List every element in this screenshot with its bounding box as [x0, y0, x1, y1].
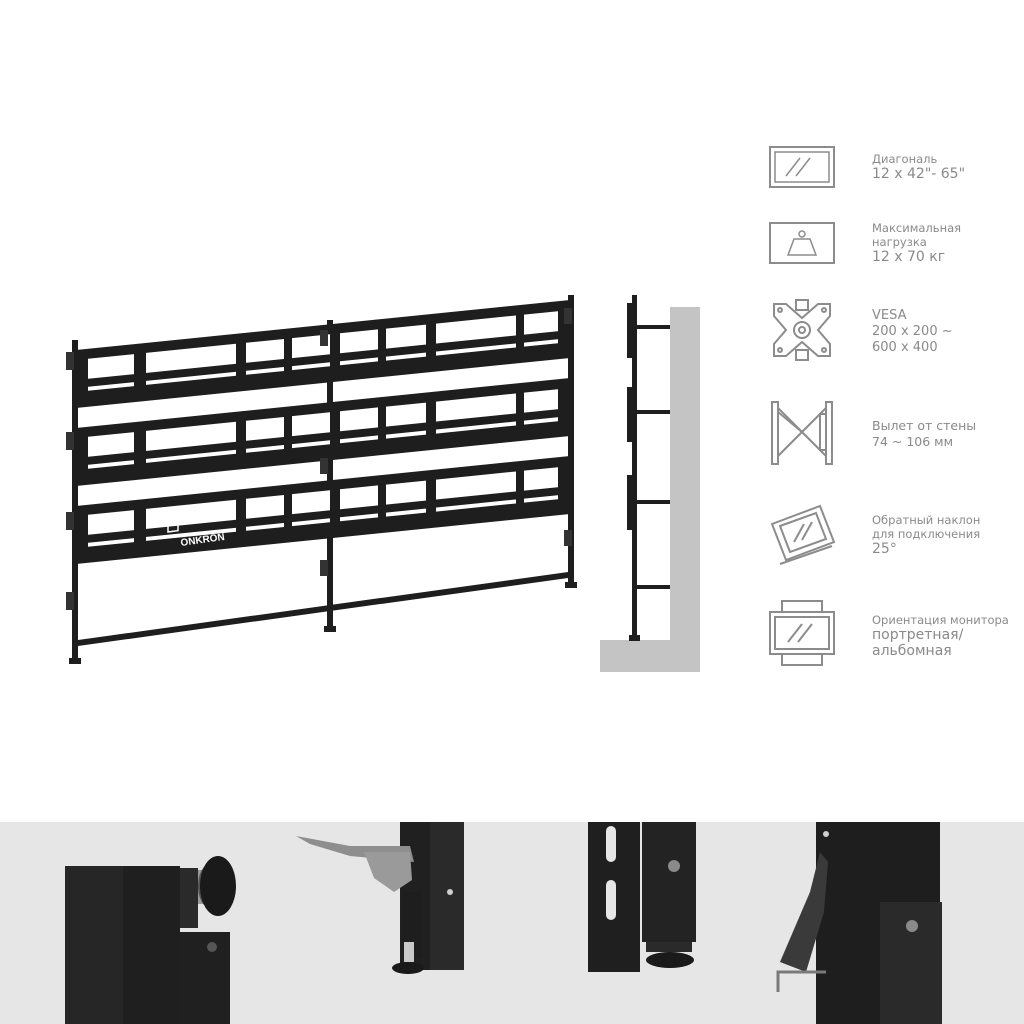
spec-orientation: Ориентация монитора портретная/ альбомна…: [872, 613, 1009, 659]
spec-diagonal: Диагональ 12 x 42"- 65": [872, 152, 965, 182]
spec-max-load: Максимальная нагрузка 12 x 70 кг: [872, 221, 961, 265]
tilt-icon: [770, 504, 836, 565]
orientation-icon: [769, 600, 835, 666]
spec-tilt: Обратный наклон для подключения 25°: [872, 513, 980, 557]
detail-slots-photo: [588, 822, 696, 972]
spec-label: Ориентация монитора: [872, 613, 1009, 627]
spec-value: 12 x 42"- 65": [872, 166, 966, 182]
detail-knob-photo: [65, 856, 236, 1024]
spec-label: Максимальная нагрузка: [872, 221, 962, 249]
spec-label: Обратный наклон для подключения: [872, 513, 981, 541]
side-view-illustration: [600, 295, 700, 672]
detail-latch-photo: [776, 822, 942, 1024]
spec-label: Диагональ: [872, 152, 938, 166]
spec-value: VESA 200 x 200 ~ 600 x 400: [872, 308, 953, 355]
frame-row: [76, 300, 570, 408]
detail-bracket-photo: [296, 822, 464, 974]
spec-value: 12 x 70 кг: [872, 249, 946, 265]
weight-icon: [769, 222, 835, 264]
spec-vesa: VESA 200 x 200 ~ 600 x 400: [872, 308, 953, 356]
frame-row: [76, 378, 570, 486]
extension-icon: [771, 401, 833, 465]
video-wall-frame-illustration: ONKRON: [66, 295, 577, 664]
spec-value: портретная/ альбомная: [872, 627, 964, 659]
spec-extension: Вылет от стены 74 ~ 106 мм: [872, 418, 976, 450]
spec-value: 25°: [872, 541, 897, 557]
screen-icon: [769, 146, 835, 188]
spec-value: Вылет от стены 74 ~ 106 мм: [872, 418, 977, 449]
frame-row: [76, 456, 570, 564]
vesa-icon: [773, 299, 831, 361]
